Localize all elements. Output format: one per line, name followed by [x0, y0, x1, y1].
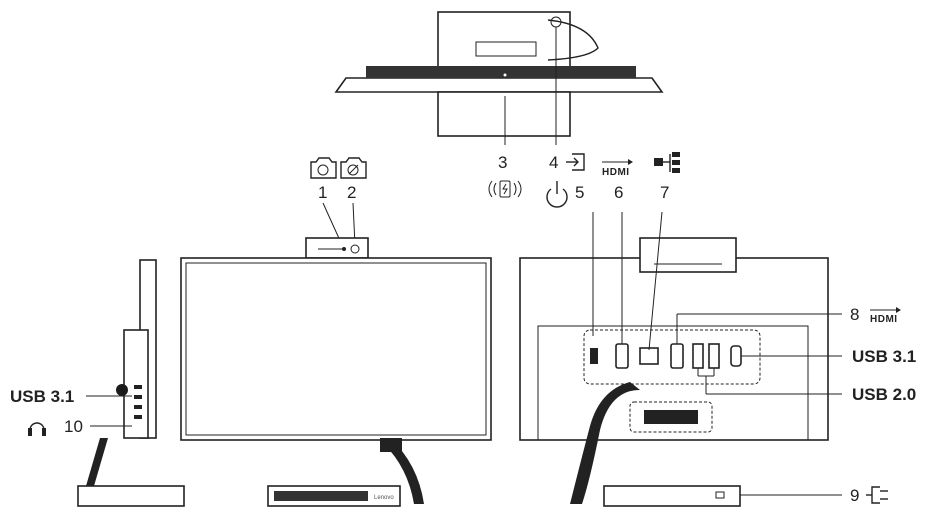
- front-view: Lenovo: [180, 202, 492, 507]
- hdmi-icon: HDMI: [602, 159, 633, 178]
- power-icon: [546, 181, 568, 208]
- callout-10: 10: [64, 417, 83, 436]
- callout-5: 5: [575, 183, 584, 202]
- callout-6: 6: [614, 183, 623, 202]
- headset-icon: [28, 422, 46, 436]
- callout-4: 4: [549, 153, 558, 172]
- usb-3-1-label-right: USB 3.1: [852, 347, 916, 366]
- callout-2: 2: [347, 183, 356, 202]
- camera-icon: [310, 157, 337, 179]
- camera-privacy-icon: [340, 157, 367, 179]
- usb-2-0-label-right: USB 2.0: [852, 385, 916, 404]
- callout-1: 1: [318, 183, 327, 202]
- side-view: [77, 259, 185, 507]
- hdmi-icon: HDMI: [870, 307, 901, 325]
- callout-8: 8: [850, 305, 859, 324]
- input-switch-icon: [566, 153, 585, 171]
- brand-label: Lenovo: [374, 495, 394, 501]
- hdmi-label-top: HDMI: [602, 167, 630, 178]
- top-view: [334, 11, 664, 145]
- wireless-charging-icon: [488, 180, 522, 198]
- callout-9: 9: [850, 486, 859, 505]
- callout-7: 7: [660, 183, 669, 202]
- power-plug-icon: [866, 486, 888, 504]
- callout-3: 3: [498, 153, 507, 172]
- back-view: [519, 211, 829, 507]
- ethernet-icon: [654, 152, 680, 173]
- usb-3-1-label-left: USB 3.1: [10, 387, 74, 406]
- hdmi-label-side: HDMI: [870, 314, 898, 325]
